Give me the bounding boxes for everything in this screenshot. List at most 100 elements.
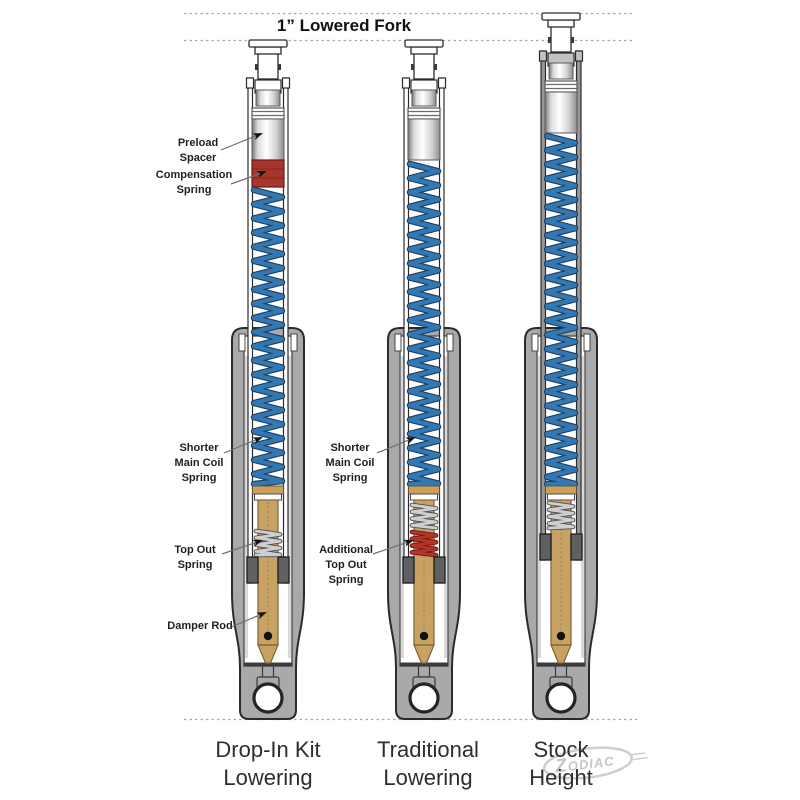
slider-clip-right (446, 333, 454, 352)
cap-flange (404, 39, 444, 48)
logo-speedline-2 (629, 756, 648, 761)
tube-lip-left (245, 77, 255, 89)
cap-flange (541, 12, 581, 21)
drain-neck (554, 665, 568, 678)
arrow-line (223, 438, 258, 454)
cap-stem (257, 52, 279, 80)
preload-spacer (407, 118, 441, 161)
arrow-head (252, 133, 263, 140)
cavity-floor (537, 662, 585, 667)
seat-washer (254, 493, 282, 501)
damper-rod-tip (550, 644, 572, 664)
tube-lip-left (538, 50, 548, 62)
slider-clip-left (394, 333, 402, 352)
zodiac-logo: ZODIAC (543, 746, 648, 780)
cap-stem (413, 52, 435, 80)
arrow-head (252, 539, 263, 547)
spring-seat (545, 485, 577, 495)
cap-flange (248, 39, 288, 48)
logo-ellipse (543, 746, 633, 780)
arrow-shorter-main-coil-1 (223, 437, 263, 454)
cap-block (411, 89, 437, 107)
caption-drop-in-kit: Drop-In Kit Lowering (215, 737, 321, 790)
additional-top-out-spring (410, 530, 438, 557)
arrow-top-out-spring (221, 539, 263, 555)
label-shorter-main-coil-spring-1: Shorter Main Coil Spring (174, 442, 224, 484)
tube-lip-right (574, 50, 584, 62)
cap-step (410, 46, 438, 55)
arrow-line (230, 172, 262, 185)
rod-hole (556, 631, 566, 641)
seat-washer (547, 493, 575, 501)
bushing-right (433, 556, 446, 584)
bushing-left (539, 533, 552, 561)
arrow-line (220, 134, 258, 151)
arrow-head (256, 171, 267, 178)
axle-hole (545, 682, 577, 714)
arrow-shorter-main-coil-2 (376, 437, 416, 454)
bushing-right (277, 556, 290, 584)
arrow-compensation-spring (230, 171, 267, 185)
stem-clip-left (548, 37, 551, 43)
ring-band (544, 80, 578, 93)
cap-stem (550, 25, 572, 53)
arrow-head (252, 437, 263, 445)
rod-hole (419, 631, 429, 641)
drain-neck (261, 665, 275, 678)
slider-clip-left (531, 333, 539, 352)
compensation-spring (251, 159, 285, 188)
cap-step (547, 19, 575, 28)
tube-lip-right (281, 77, 291, 89)
arrow-additional-top-out-spring (372, 539, 414, 555)
diagram-title: 1” Lowered Fork (276, 16, 412, 35)
bushing-left (246, 556, 259, 584)
slider-clip-left (238, 333, 246, 352)
main-coil-spring (251, 187, 285, 487)
preload-spacer (544, 91, 578, 134)
stem-clip-right (571, 37, 574, 43)
label-top-out-spring: Top Out Spring (174, 544, 216, 571)
axle-hole (252, 682, 284, 714)
logo-text: ZODIAC (553, 749, 616, 777)
arrow-line (372, 541, 409, 555)
fork-traditional (387, 39, 461, 720)
slider-clip-right (583, 333, 591, 352)
ring-band (407, 107, 441, 120)
bushing-right (570, 533, 583, 561)
logo-speedline-1 (631, 752, 646, 756)
caption-traditional: Traditional Lowering (377, 737, 479, 790)
label-shorter-main-coil-spring-2: Shorter Main Coil Spring (325, 442, 375, 484)
ring-band (251, 107, 285, 120)
axle-hole (408, 682, 440, 714)
arrow-line (376, 438, 411, 454)
label-damper-rod: Damper Rod (167, 620, 233, 632)
top-out-spring (547, 501, 575, 530)
rod-hole (263, 631, 273, 641)
top-out-spring (410, 503, 438, 530)
main-coil-spring (544, 133, 578, 487)
spring-seat (408, 485, 440, 495)
damper-rod-tip (413, 644, 435, 664)
tube-lip-right (437, 77, 447, 89)
cap-step (254, 46, 282, 55)
arrow-head (405, 437, 416, 445)
label-additional-top-out-spring: Additional Top Out Spring (319, 544, 373, 586)
drain-neck (417, 665, 431, 678)
cap-block (255, 89, 281, 107)
tube-lip-left (401, 77, 411, 89)
arrow-damper-rod (230, 612, 267, 628)
cavity-floor (244, 662, 292, 667)
arrow-head (256, 612, 267, 620)
spring-seat (252, 485, 284, 495)
fork-drop-in-kit (231, 39, 305, 720)
stem-clip-right (278, 64, 281, 70)
caption-stock: Stock Height (529, 737, 593, 790)
arrow-line (221, 541, 258, 555)
stem-clip-left (411, 64, 414, 70)
damper-rod-tip (257, 644, 279, 664)
slider-clip-right (290, 333, 298, 352)
arrow-preload-spacer (220, 133, 263, 151)
arrow-line (230, 613, 262, 628)
